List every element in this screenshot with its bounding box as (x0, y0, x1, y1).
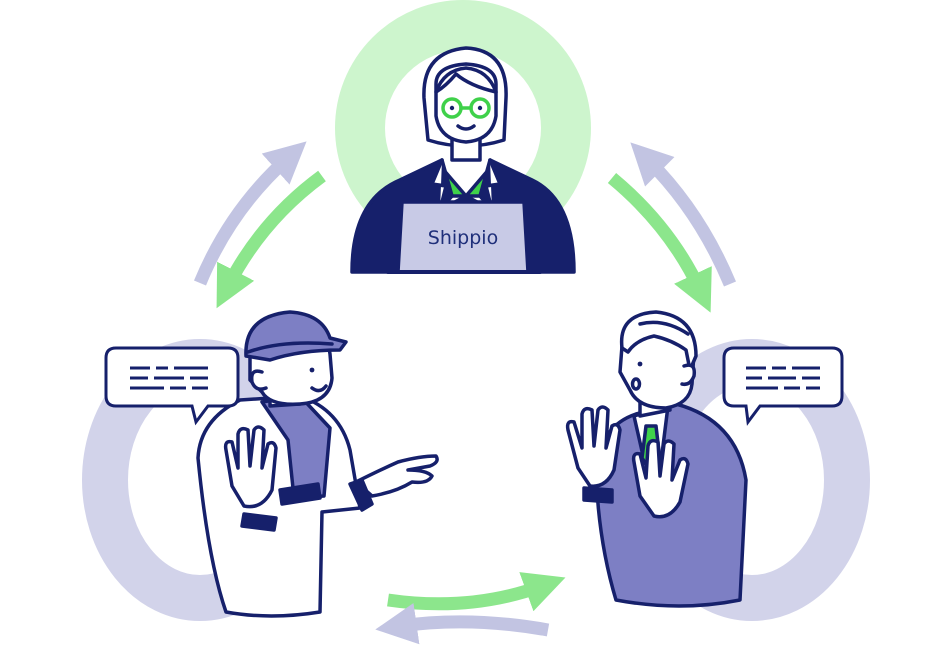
worker-cuff-left (240, 512, 278, 532)
worker-cuff-right (348, 478, 374, 512)
agent-woman-figure (350, 46, 576, 274)
arrow-businessman-to-worker (375, 603, 550, 645)
businessman-figure (565, 310, 748, 608)
businessman-mouth (630, 377, 642, 391)
worker-speech-bubble (104, 346, 240, 426)
agent-eye-left (449, 105, 455, 111)
businessman-ear (680, 363, 697, 387)
worker-hand-left (223, 425, 278, 509)
businessman-eye (637, 361, 643, 367)
worker-cap-band (246, 341, 334, 354)
arrow-agent-to-businessman (607, 172, 712, 313)
laptop-brand-label: Shippio (428, 227, 498, 249)
worker-ear (249, 369, 268, 391)
worker-smile (310, 384, 328, 393)
worker-eye (309, 367, 315, 373)
agent-fringe (434, 66, 498, 94)
businessman-hair-line (638, 320, 690, 336)
arrow-worker-to-agent (193, 141, 307, 286)
agent-mouth (456, 124, 476, 131)
businessman-hand-left (565, 405, 622, 488)
businessman-hand-right (631, 438, 690, 519)
agent-lapel-left (430, 158, 448, 212)
arrow-businessman-to-agent (630, 142, 736, 287)
text-lines-icon (746, 366, 820, 390)
worker-hand-right (354, 454, 439, 498)
text-lines-icon (130, 366, 208, 390)
worker-pocket (278, 482, 322, 506)
arrow-agent-to-worker (216, 170, 326, 309)
worker-cap (244, 310, 348, 362)
agent-eye-right (477, 105, 483, 111)
businessman-speech-bubble (722, 346, 844, 426)
arrow-worker-to-businessman (387, 572, 566, 612)
agent-lapel-right (484, 158, 502, 212)
businessman-cuff-left (582, 486, 614, 504)
